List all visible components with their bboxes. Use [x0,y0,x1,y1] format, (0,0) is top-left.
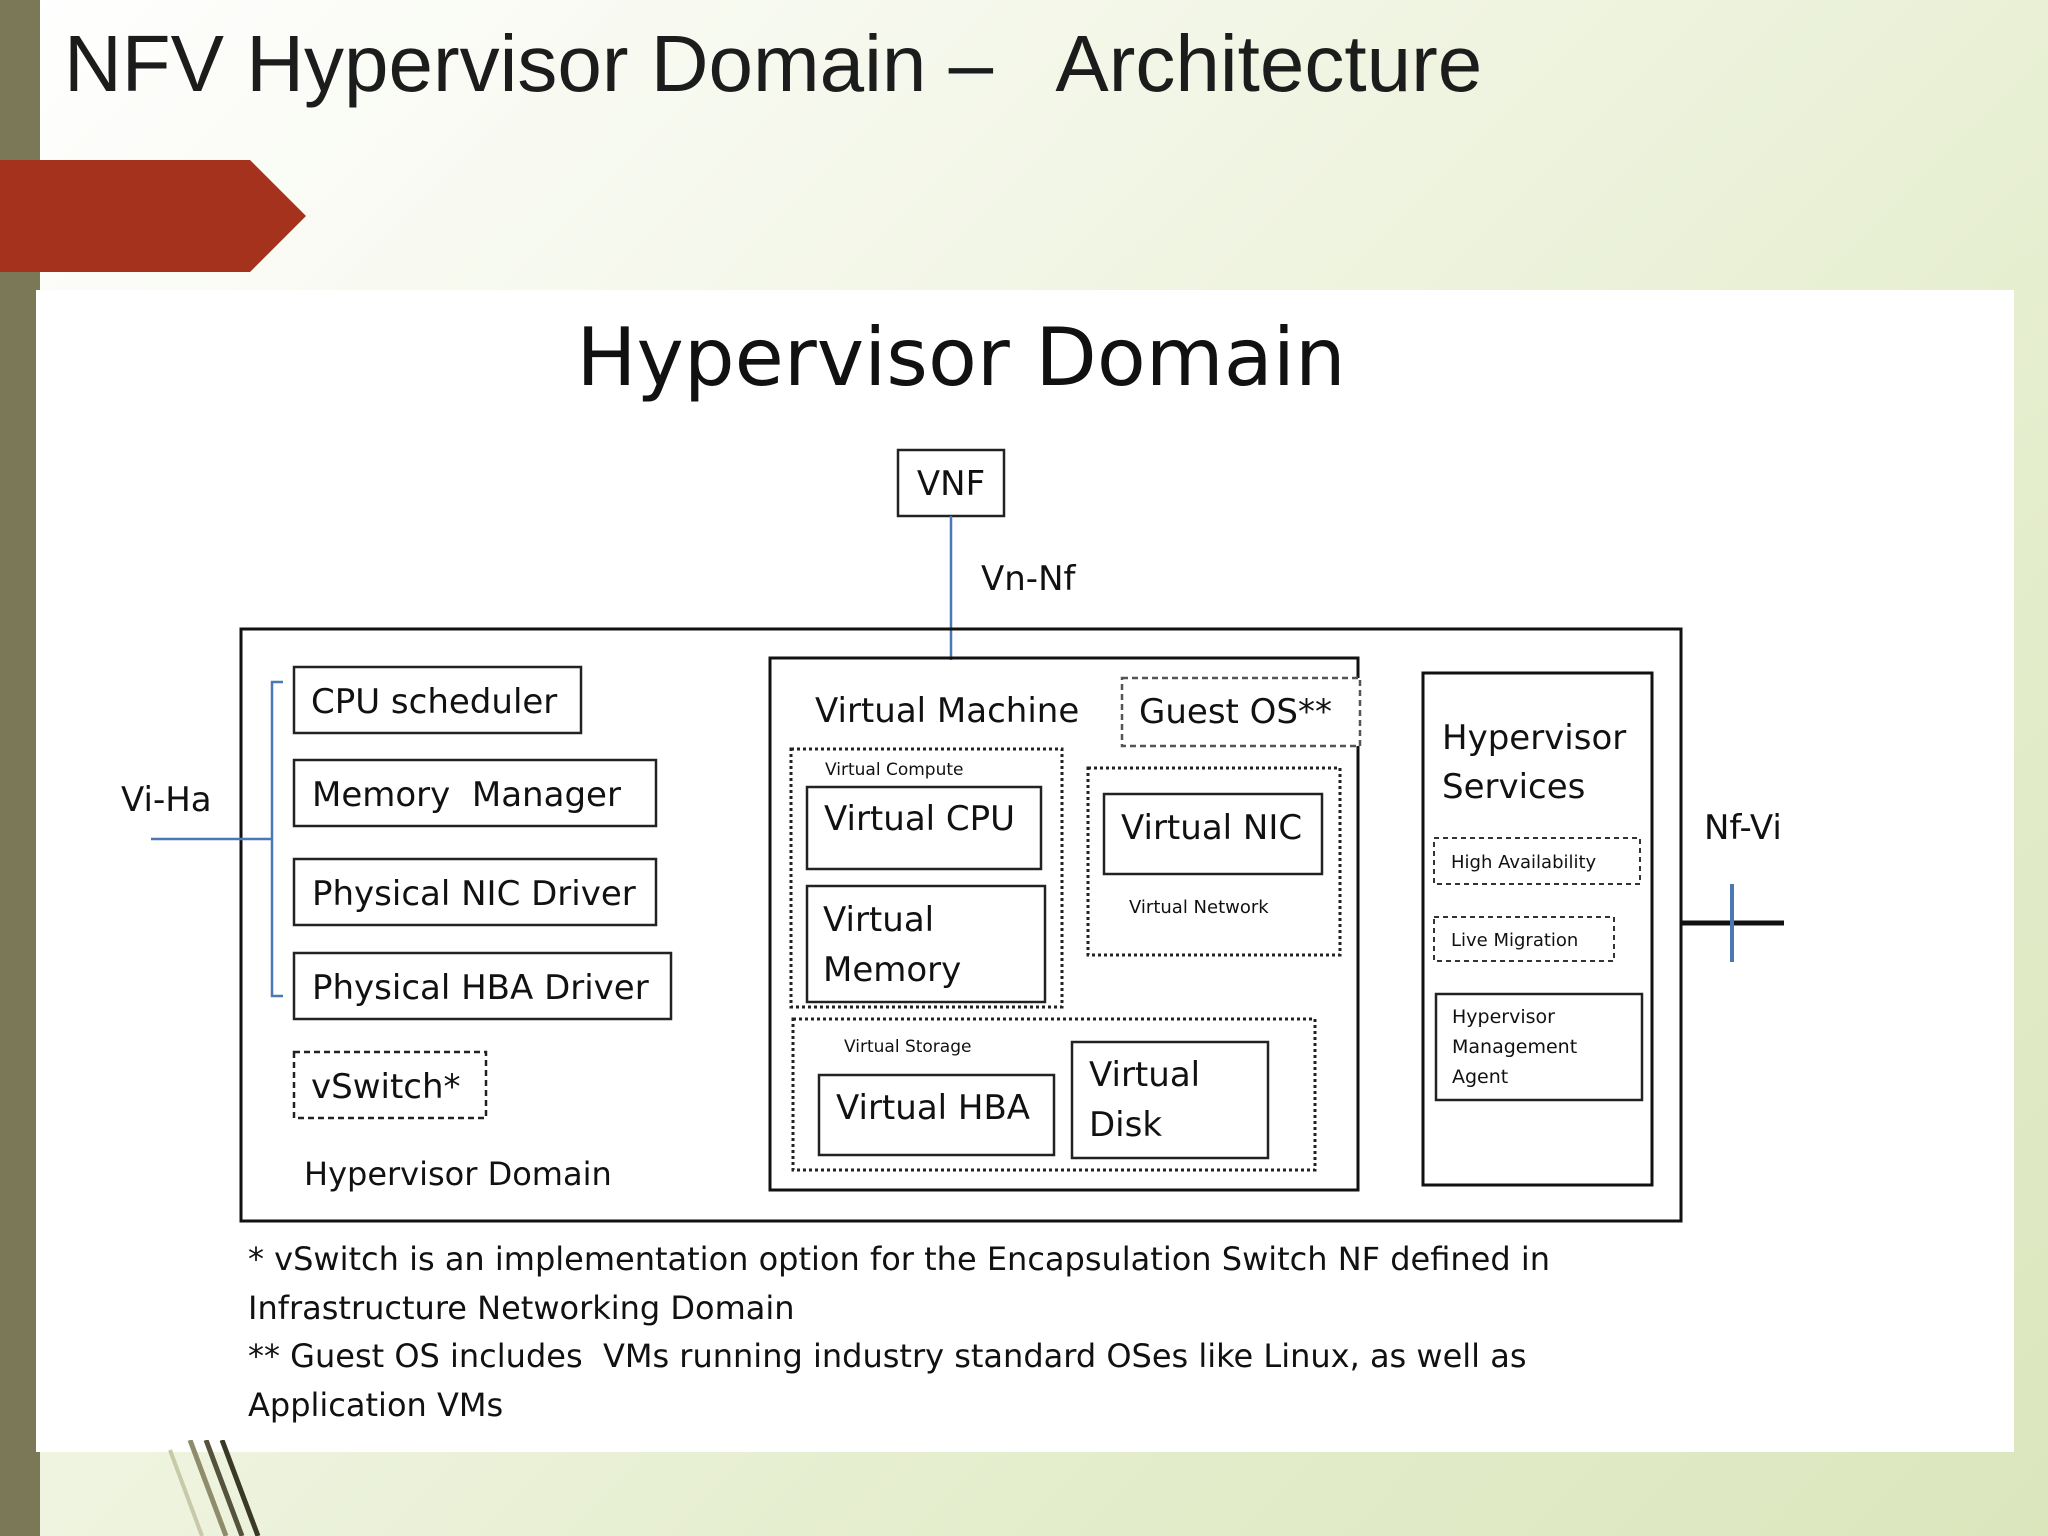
diagram-panel: Hypervisor Domain VNF Vn-Nf Vi-Ha CPU sc… [36,290,2014,1452]
virtual-memory-label-line1: Virtual [823,900,934,940]
arrow-tab-decoration [0,160,306,272]
slide-title: NFV Hypervisor Domain – Architecture [64,19,1483,108]
diagram-heading: Hypervisor Domain [576,311,1345,404]
hypervisor-services-box [1421,671,1654,1187]
vi-ha-bracket [270,680,283,998]
vnf-box [896,448,1006,518]
virtual-disk-box [1070,1040,1270,1160]
virtual-nic-box [1102,792,1324,876]
hypervisor-management-agent-box [1434,992,1644,1102]
high-availability-label: High Availability [1451,852,1597,873]
footnote-guest-os-line2: Application VMs [248,1386,503,1424]
virtual-memory-box [805,884,1047,1004]
memory-manager-label: Memory Manager [312,775,621,815]
hypervisor-domain-diagram: Hypervisor Domain VNF Vn-Nf Vi-Ha CPU sc… [121,311,1784,1424]
footnote-guest-os-line1: ** Guest OS includes VMs running industr… [248,1337,1526,1375]
live-migration-box [1433,916,1615,962]
virtual-nic-label: Virtual NIC [1121,808,1302,848]
physical-hba-driver-label: Physical HBA Driver [312,968,649,1008]
bottom-stripes-decoration [168,1440,261,1536]
virtual-machine-label: Virtual Machine [815,691,1079,731]
vi-ha-label: Vi-Ha [121,780,212,820]
footnote-vswitch-line1: * vSwitch is an implementation option fo… [248,1240,1550,1278]
memory-manager-box [292,758,658,828]
virtual-cpu-box [805,785,1043,871]
virtual-disk-label-line1: Virtual [1089,1055,1200,1095]
cpu-scheduler-box [292,665,583,735]
virtual-storage-label: Virtual Storage [844,1037,971,1057]
guest-os-box [1120,676,1362,748]
virtual-hba-box [817,1073,1056,1157]
hypervisor-services-title-line2: Services [1442,767,1585,807]
virtual-network-box [1086,766,1342,957]
virtual-disk-label-line2: Disk [1089,1105,1162,1145]
hypervisor-management-agent-line1: Hypervisor [1452,1006,1555,1028]
hypervisor-domain-label: Hypervisor Domain [304,1155,612,1193]
nf-vi-label: Nf-Vi [1704,808,1782,848]
vn-nf-label: Vn-Nf [981,559,1077,599]
virtual-memory-label-line2: Memory [823,950,961,990]
hypervisor-management-agent-line2: Management [1452,1036,1577,1058]
live-migration-label: Live Migration [1451,930,1578,951]
physical-nic-driver-box [292,857,658,927]
hypervisor-management-agent-line3: Agent [1452,1066,1508,1088]
vswitch-box [292,1050,488,1120]
physical-hba-driver-box [292,951,673,1021]
vnf-label: VNF [917,464,985,504]
virtual-cpu-label: Virtual CPU [824,799,1015,839]
vswitch-label: vSwitch* [311,1067,461,1107]
cpu-scheduler-label: CPU scheduler [311,682,557,722]
virtual-machine-box [768,656,1360,1192]
physical-nic-driver-label: Physical NIC Driver [312,874,636,914]
footnote-vswitch-line2: Infrastructure Networking Domain [248,1289,795,1327]
high-availability-box [1433,837,1641,885]
hypervisor-services-title-line1: Hypervisor [1442,718,1626,758]
guest-os-label: Guest OS** [1139,692,1332,732]
virtual-compute-label: Virtual Compute [825,760,963,780]
virtual-storage-box [791,1017,1317,1172]
virtual-hba-label: Virtual HBA [836,1088,1030,1128]
virtual-network-label: Virtual Network [1129,897,1269,918]
